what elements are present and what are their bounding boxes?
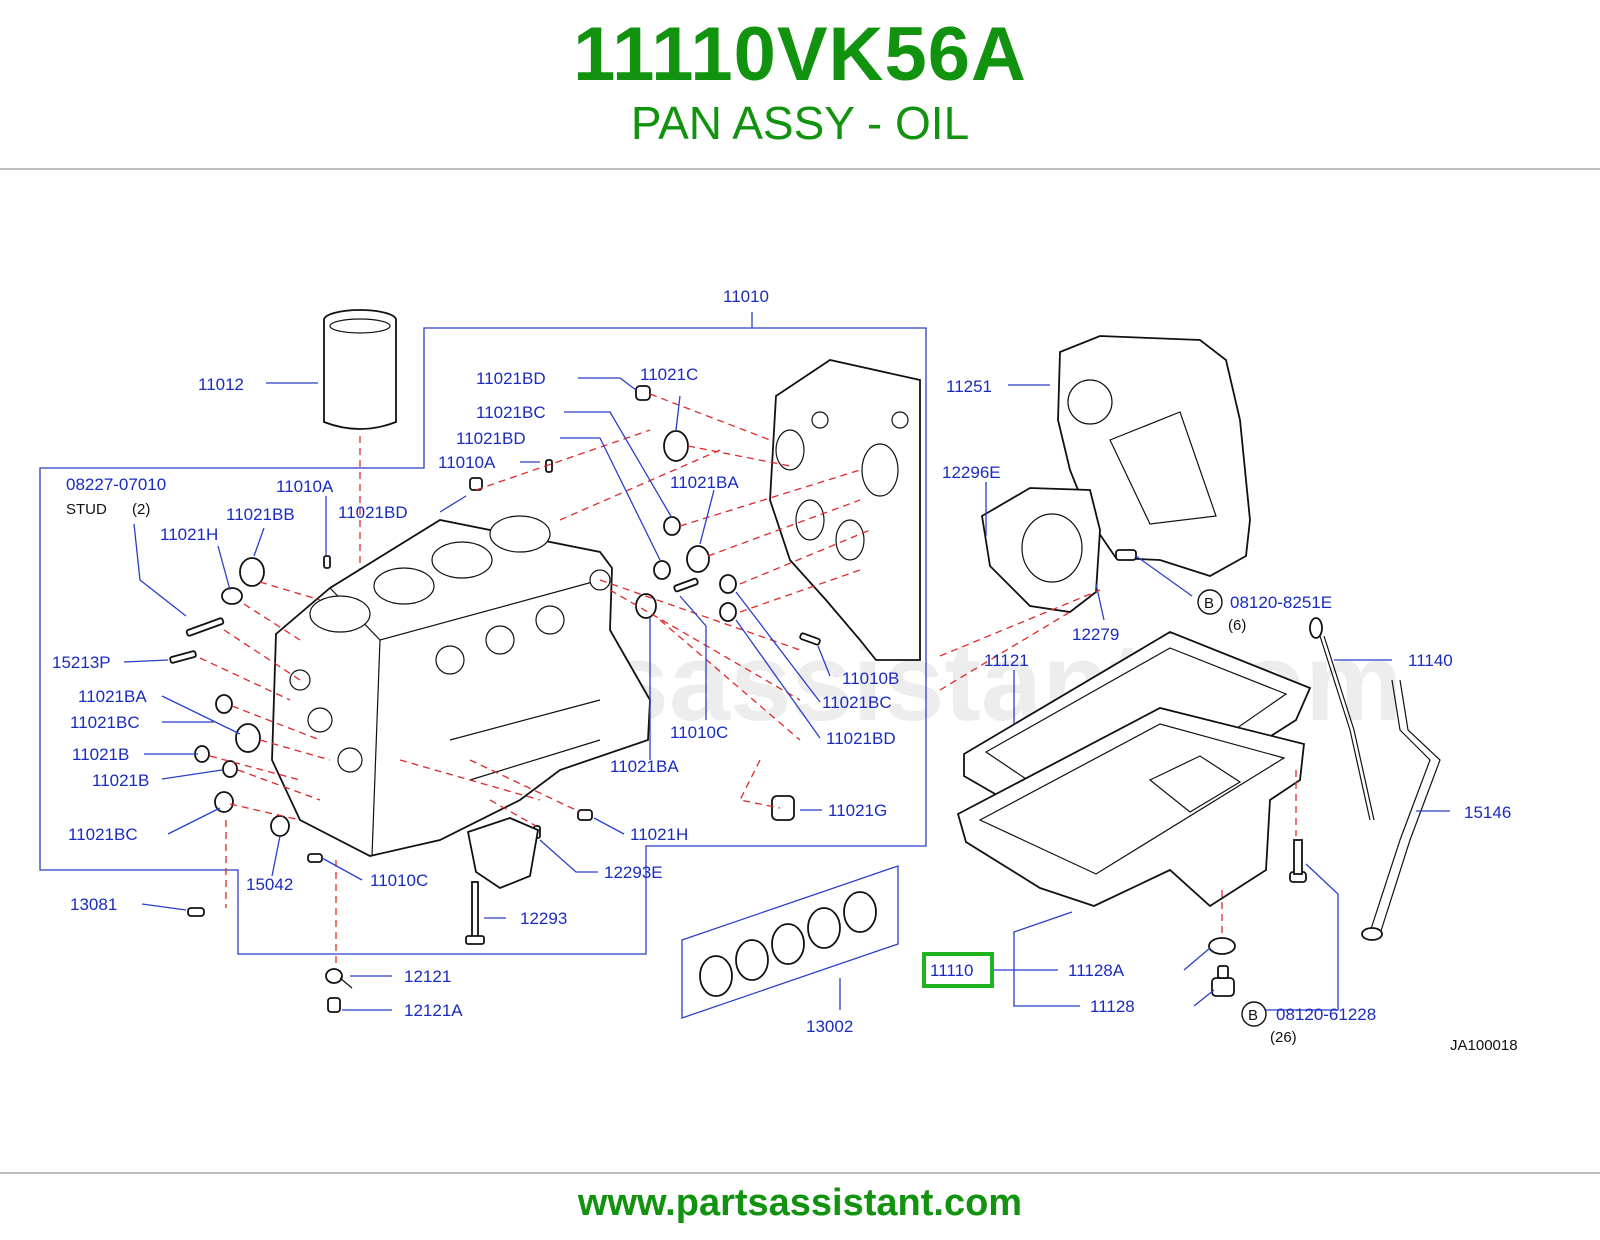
washer-11128A (1208, 937, 1236, 955)
label-15146: 15146 (1464, 803, 1511, 822)
label-11021H-2: 11021H (630, 825, 688, 844)
lead-11128A (1183, 947, 1211, 971)
label-08120-8251E: 08120-8251E (1230, 593, 1332, 612)
label-11021BC-4: 11021BC (822, 693, 892, 712)
label-13002: 13002 (806, 1017, 853, 1036)
label-11021G: 11021G (828, 801, 887, 820)
label-12293: 12293 (520, 909, 567, 928)
label-11121: 11121 (984, 651, 1029, 670)
badge-b-2 (1241, 1001, 1267, 1027)
label-11010A-1: 11010A (438, 453, 496, 472)
bolt-08120-8251E (1115, 549, 1137, 561)
label-11021BD-4: 11021BD (826, 729, 896, 748)
label-08227-07010: 08227-07010 (66, 475, 166, 494)
dipstick-guide-15146 (1361, 679, 1441, 941)
label-11128: 11128 (1090, 997, 1135, 1016)
diagram-code: JA100018 (1450, 1037, 1518, 1054)
label-12296E: 12296E (942, 463, 1001, 482)
block-rear-view (769, 359, 921, 661)
part-number-title: 11110VK56A (573, 12, 1027, 97)
label-11021BA-3: 11021BA (610, 757, 679, 776)
seal-retainer (981, 487, 1101, 613)
footer-website-link[interactable]: www.partsassistant.com (577, 1182, 1023, 1224)
label-11021BD-3: 11021BD (338, 503, 408, 522)
lead-12279 (1095, 583, 1105, 621)
bracket-13002 (681, 865, 899, 1019)
footer-divider (0, 1172, 1600, 1174)
bracket-11110 (1013, 911, 1080, 1007)
label-11010B: 11010B (842, 669, 899, 688)
label-stud-qty: (2) (132, 501, 150, 518)
bearings-13002 (699, 891, 877, 997)
cylinder-liner-11012 (323, 309, 397, 430)
label-11140: 11140 (1408, 651, 1453, 670)
bracket-11010 (39, 327, 927, 955)
badge-b-2-letter: B (1248, 1007, 1258, 1024)
label-stud: STUD (66, 501, 107, 518)
drain-plug-11128 (1211, 965, 1235, 997)
assembly-dash-lines (199, 393, 1297, 968)
label-11110[interactable]: 11110 (930, 961, 974, 980)
label-12121: 12121 (404, 967, 451, 986)
label-11010C-1: 11010C (370, 871, 428, 890)
highlight-box-11110 (922, 952, 994, 988)
label-11021BC-2: 11021BC (70, 713, 140, 732)
badge-b-1 (1197, 589, 1223, 615)
page-header: 11110VK56A PAN ASSY - OIL (0, 0, 1600, 170)
part-name-subtitle: PAN ASSY - OIL (630, 97, 970, 149)
label-11021BD-2: 11021BD (456, 429, 526, 448)
lead-08120-8251E (1135, 555, 1193, 597)
oil-pan-11110 (956, 707, 1305, 908)
parts-diagram: partsassistant.com (39, 287, 1518, 1054)
header-divider (0, 168, 1600, 170)
label-11021BC-3: 11021BC (68, 825, 138, 844)
label-11021BD-1: 11021BD (476, 369, 546, 388)
oil-jet-12121 (325, 968, 353, 1013)
label-15213P: 15213P (52, 653, 111, 672)
label-11021BA-2: 11021BA (78, 687, 147, 706)
label-12279: 12279 (1072, 625, 1119, 644)
dipstick-11140 (1309, 617, 1375, 821)
label-11010C-2: 11010C (670, 723, 728, 742)
label-11021BA-1: 11021BA (670, 473, 739, 492)
label-11010A-2: 11010A (276, 477, 334, 496)
label-12121A: 12121A (404, 1001, 463, 1020)
lead-08120-61228 (1262, 863, 1339, 1011)
label-qty-6: (6) (1228, 617, 1246, 634)
label-08120-61228: 08120-61228 (1276, 1005, 1376, 1024)
label-11021H-1: 11021H (160, 525, 218, 544)
badge-b-1-letter: B (1204, 595, 1214, 612)
main-bearing-cap (465, 817, 540, 945)
label-11021BB: 11021BB (226, 505, 295, 524)
lead-11128 (1193, 989, 1215, 1007)
label-15042: 15042 (246, 875, 293, 894)
label-11012: 11012 (198, 375, 244, 394)
label-11021B-2: 11021B (92, 771, 149, 790)
label-11021C: 11021C (640, 365, 698, 384)
label-11021BC-1: 11021BC (476, 403, 546, 422)
label-11010: 11010 (723, 287, 769, 306)
pan-bolt-08120-61228 (1289, 839, 1307, 883)
label-11021B-1: 11021B (72, 745, 129, 764)
leader-lines (123, 377, 831, 1011)
cylinder-block (271, 515, 651, 857)
label-11251: 11251 (946, 377, 992, 396)
label-11128A: 11128A (1068, 961, 1125, 980)
label-13081: 13081 (70, 895, 117, 914)
rear-plate-11251 (1057, 335, 1251, 577)
label-12293E: 12293E (604, 863, 663, 882)
label-qty-26: (26) (1270, 1029, 1297, 1046)
